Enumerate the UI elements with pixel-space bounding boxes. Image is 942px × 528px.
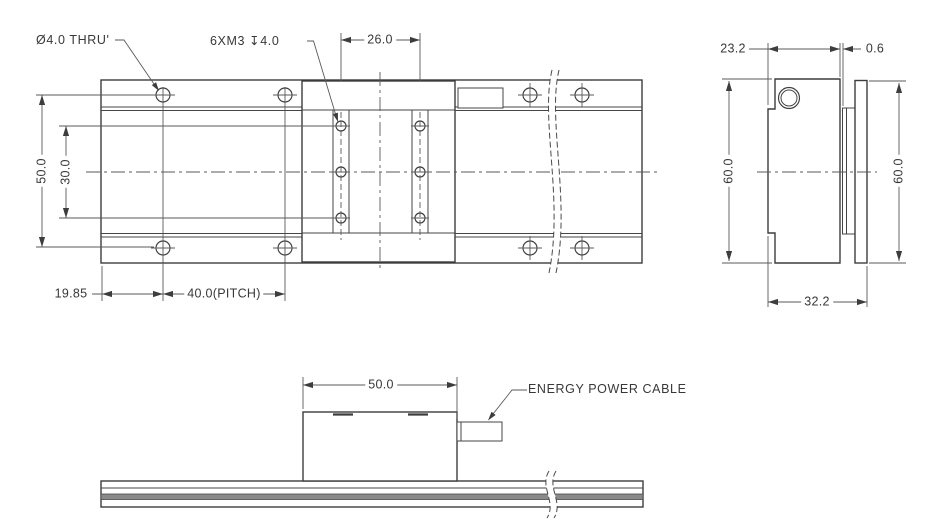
tapped-hole-callout: 6XM3 ↧4.0 bbox=[210, 34, 280, 48]
rail-groove-band bbox=[100, 493, 644, 500]
carriage-slots bbox=[332, 110, 429, 233]
break-line bbox=[548, 69, 562, 274]
dim-50-front-label: 50.0 bbox=[365, 377, 397, 393]
top-view bbox=[36, 33, 658, 301]
front-view bbox=[100, 377, 644, 519]
dim-30-label: 30.0 bbox=[58, 156, 74, 188]
top-view-dimensions bbox=[36, 33, 421, 301]
rail-cross-section bbox=[842, 107, 856, 235]
carriage-body-outline bbox=[767, 78, 841, 264]
break-line bbox=[545, 470, 558, 519]
side-view bbox=[722, 43, 906, 307]
cable-callout: ENERGY POWER CABLE bbox=[528, 382, 687, 396]
dim-60-right-label: 60.0 bbox=[891, 155, 907, 187]
rail-mounting-holes bbox=[151, 83, 594, 301]
pivot-hole-outer bbox=[777, 86, 801, 110]
dim-26-label: 26.0 bbox=[364, 32, 396, 48]
break-mask bbox=[548, 70, 562, 273]
dim-50-label: 50.0 bbox=[34, 155, 50, 187]
carriage-inner-edges bbox=[302, 109, 455, 234]
thru-hole-callout: Ø4.0 THRU' bbox=[36, 33, 110, 47]
dim-60-left-label: 60.0 bbox=[721, 155, 737, 187]
cable-connector bbox=[456, 421, 503, 442]
front-view-dimensions bbox=[302, 377, 527, 421]
dim-0-6-label: 0.6 bbox=[865, 41, 885, 56]
rail-label-plate bbox=[457, 87, 504, 109]
dim-32-2-label: 32.2 bbox=[801, 294, 833, 310]
dim-19-85-label: 19.85 bbox=[54, 286, 88, 301]
tapped-hole-leader bbox=[307, 40, 336, 115]
cable-leader bbox=[492, 389, 527, 415]
break-mask bbox=[545, 471, 558, 518]
carriage-outline bbox=[301, 80, 456, 263]
hole-centerline-extensions bbox=[162, 87, 286, 301]
pivot-hole-inner bbox=[780, 89, 798, 107]
thru-hole-leader bbox=[115, 39, 155, 85]
dim-23-2-label: 23.2 bbox=[720, 41, 746, 56]
dim-pitch-label: 40.0(PITCH) bbox=[184, 286, 264, 302]
carriage-side-outline bbox=[302, 411, 458, 482]
side-view-dimensions bbox=[722, 43, 906, 307]
